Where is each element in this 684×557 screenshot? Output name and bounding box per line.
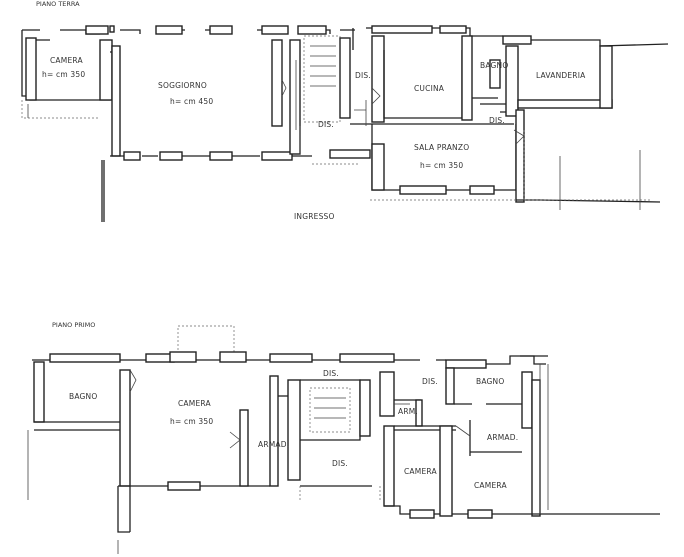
ff-room-dis-3: DIS. xyxy=(422,377,438,386)
first-floor-plan: PIANO PRIMO xyxy=(27,321,660,554)
gf-room-cucina: CUCINA xyxy=(414,84,445,93)
ff-room-armad-1: ARMAD. xyxy=(258,440,289,449)
ff-camera-main-height: h= cm 350 xyxy=(170,417,213,426)
gf-room-sala-pranzo: SALA PRANZO xyxy=(414,143,469,152)
ff-room-armad-2: ARMAD. xyxy=(487,433,518,442)
ff-room-camera-main: CAMERA xyxy=(178,399,211,408)
ground-floor-plan: PIANO TERRA xyxy=(21,0,669,222)
ff-room-bagno-left: BAGNO xyxy=(69,392,97,401)
first-floor-walls xyxy=(27,325,660,554)
ff-room-camera-2: CAMERA xyxy=(404,467,437,476)
ff-room-arm: ARM. xyxy=(398,407,418,416)
gf-room-bagno: BAGNO xyxy=(480,61,508,70)
first-floor-title: PIANO PRIMO xyxy=(52,321,95,329)
gf-room-ingresso: INGRESSO xyxy=(294,212,335,221)
ground-floor-walls xyxy=(21,25,669,222)
gf-soggiorno-height: h= cm 450 xyxy=(170,97,213,106)
ground-floor-title: PIANO TERRA xyxy=(36,0,80,8)
gf-room-camera: CAMERA xyxy=(50,56,83,65)
ff-room-dis-1: DIS. xyxy=(323,369,339,378)
gf-room-dis-2: DIS. xyxy=(318,120,334,129)
ff-room-dis-2: DIS. xyxy=(332,459,348,468)
gf-room-soggiorno: SOGGIORNO xyxy=(158,81,207,90)
ff-room-bagno-right: BAGNO xyxy=(476,377,504,386)
ff-room-camera-3: CAMERA xyxy=(474,481,507,490)
gf-sala-pranzo-height: h= cm 350 xyxy=(420,161,463,170)
gf-camera-height: h= cm 350 xyxy=(42,70,85,79)
gf-room-dis-3: DIS. xyxy=(489,116,505,125)
gf-room-lavanderia: LAVANDERIA xyxy=(536,71,586,80)
gf-room-dis-1: DIS. xyxy=(355,71,371,80)
